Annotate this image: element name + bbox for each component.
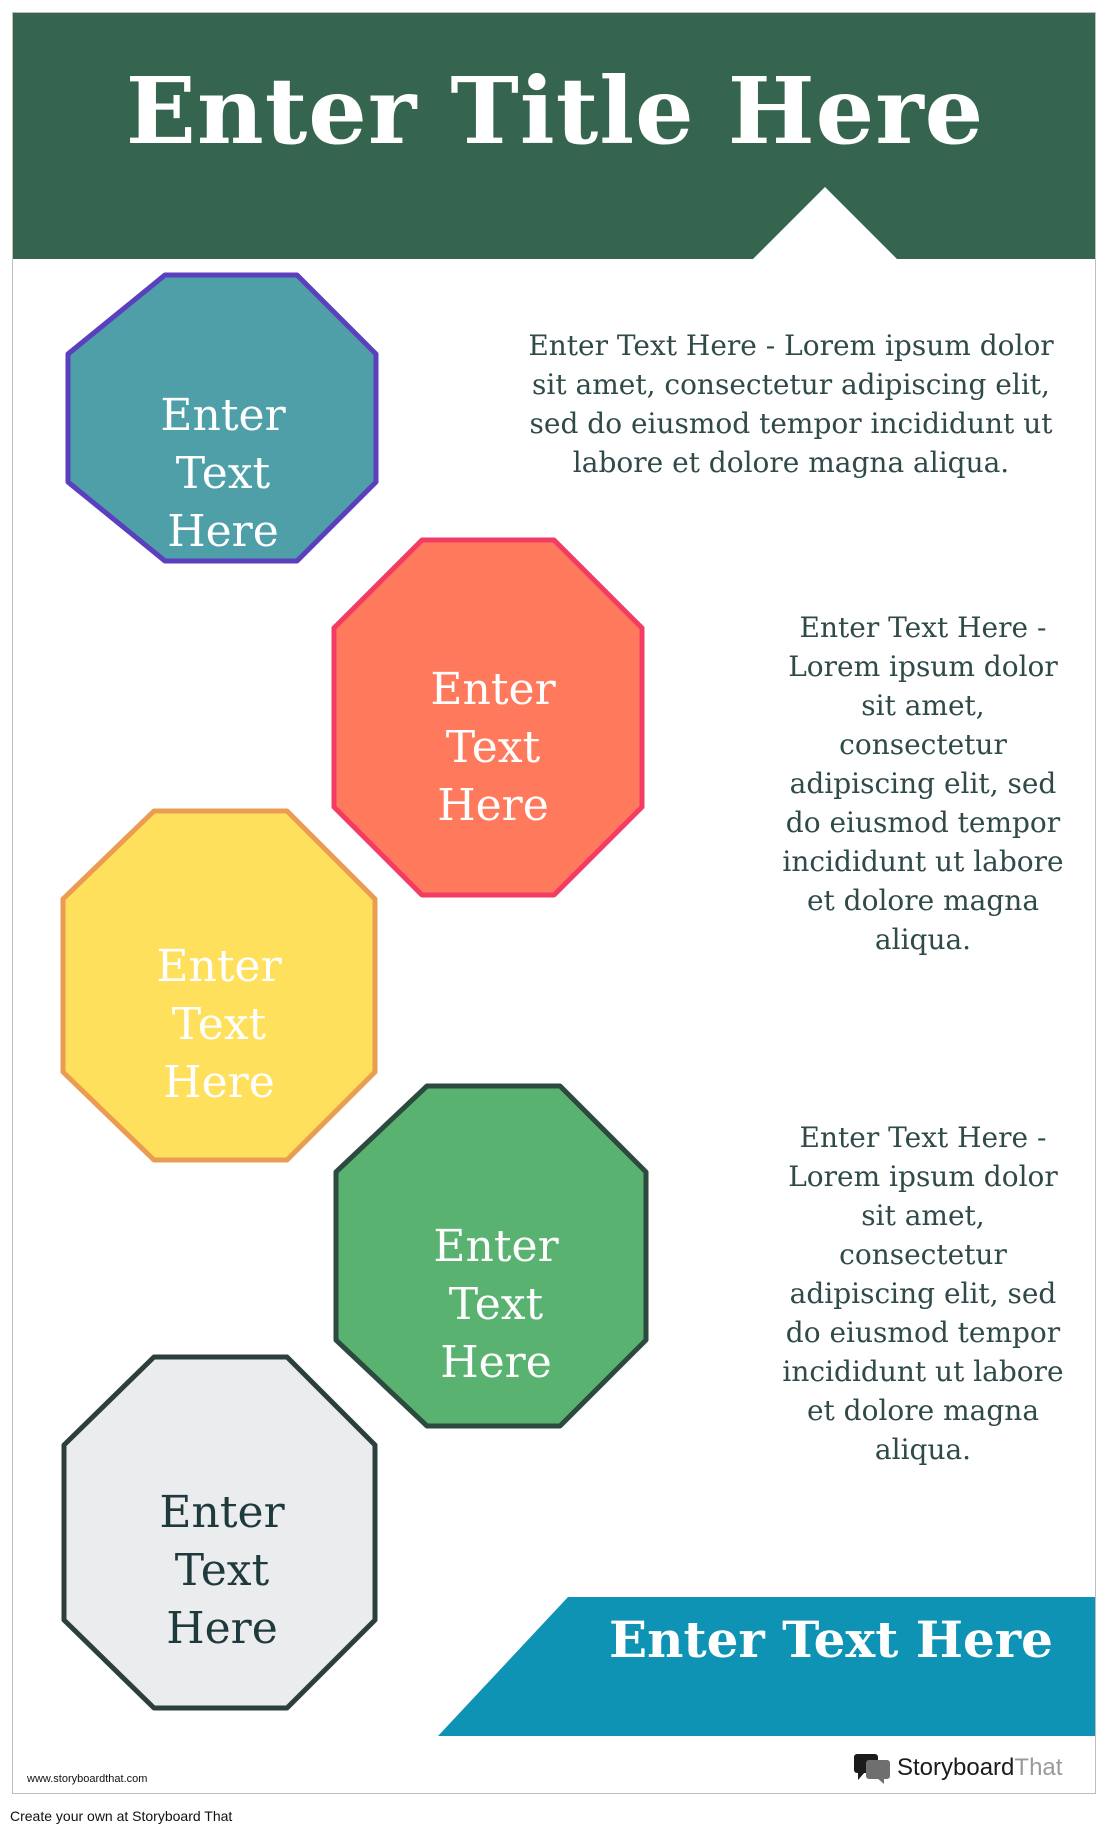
description-2: Enter Text Here - Lorem ipsum dolor sit … (782, 611, 1064, 956)
octagon-1-label: Enter Text Here (160, 390, 286, 557)
infographic-poster: Enter Title Here Enter Text Here Enter T… (12, 12, 1096, 1794)
octagon-1 (65, 272, 379, 564)
octagon-5 (61, 1354, 378, 1711)
footer-caption[interactable]: Create your own at Storyboard That (10, 1808, 233, 1824)
page-title: Enter Title Here (125, 57, 985, 165)
description-1: Enter Text Here - Lorem ipsum dolor sit … (528, 329, 1054, 479)
logo-name: Storyboard (897, 1754, 1015, 1781)
title-banner: Enter Title Here (13, 13, 1095, 261)
website-url: www.storyboardthat.com (27, 1773, 148, 1785)
bottom-banner-shape (438, 1597, 1095, 1736)
octagon-4-label: Enter Text Here (433, 1221, 559, 1388)
title-banner-notch (751, 187, 899, 261)
bottom-banner-text: Enter Text Here (609, 1610, 1053, 1669)
shapes-layer (60, 272, 1095, 1736)
speech-bubbles-icon (854, 1754, 890, 1784)
description-3: Enter Text Here - Lorem ipsum dolor sit … (782, 1121, 1064, 1466)
logo-suffix: That (1014, 1754, 1063, 1781)
octagon-3-label: Enter Text Here (156, 941, 282, 1108)
octagon-5-label: Enter Text Here (159, 1487, 285, 1654)
octagon-3 (60, 808, 378, 1163)
octagon-2 (331, 537, 645, 898)
octagon-2-label: Enter Text Here (430, 664, 556, 831)
octagon-4 (333, 1083, 649, 1429)
